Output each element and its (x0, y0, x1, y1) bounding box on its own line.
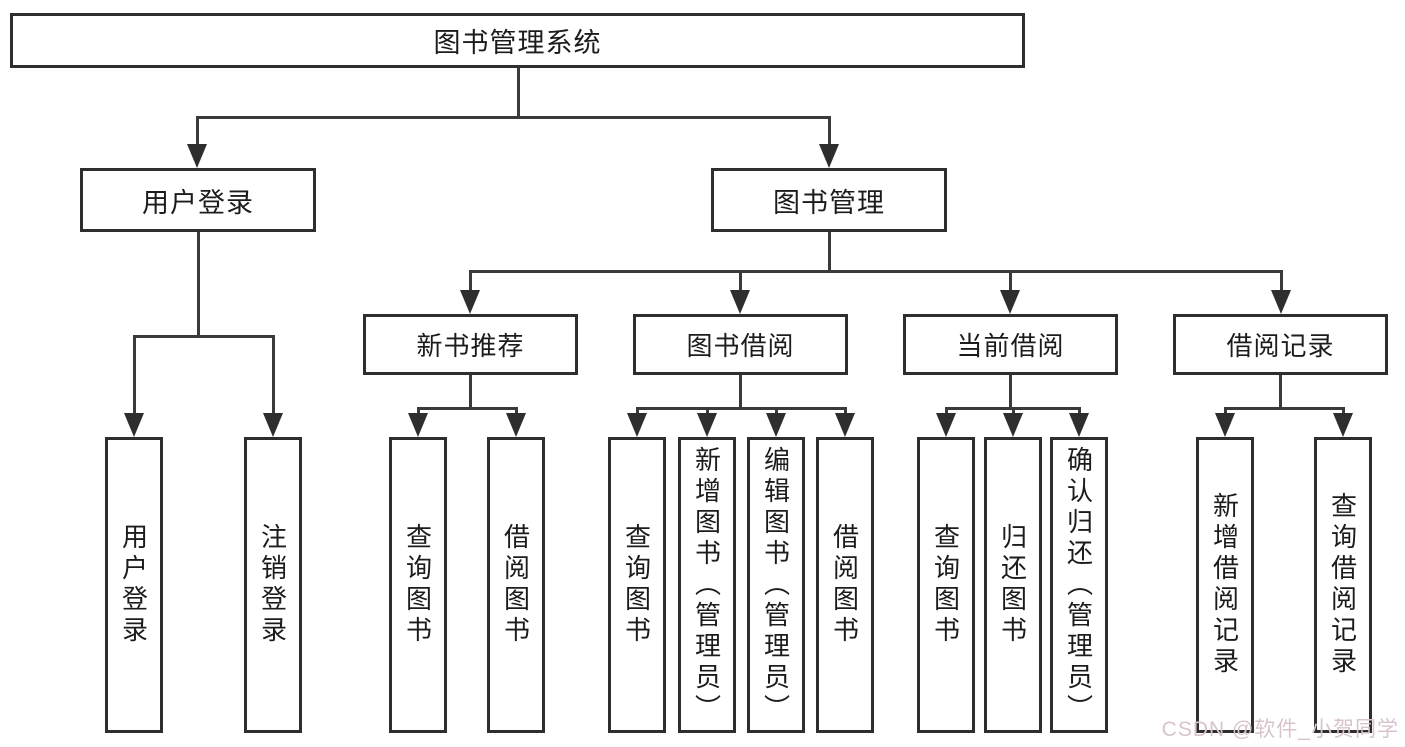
connector-drop-login-leaf (133, 338, 136, 414)
leaf-cb-query-books: 查询图书 (917, 437, 975, 733)
arrowhead-bb-borrow (835, 413, 855, 437)
arrowhead-bb-edit (766, 413, 786, 437)
csdn-watermark: CSDN @软件_小贺同学 (1161, 718, 1399, 741)
arrowhead-current-borrow (1000, 290, 1020, 314)
connector-drop-nbr-borrow (515, 410, 518, 415)
arrowhead-borrow-records (1271, 290, 1291, 314)
connector-drop-cb-return (1012, 410, 1015, 415)
leaf-bb-add-book-admin: 新增图书（管理员） (678, 437, 736, 733)
node-current-borrow: 当前借阅 (903, 314, 1118, 375)
connector-drop-borrow-records (1280, 273, 1283, 291)
connector-drop-user-login (196, 118, 199, 145)
arrowhead-br-query (1333, 413, 1353, 437)
leaf-user-login: 用户登录 (105, 437, 163, 733)
connector-cb-stub (1009, 373, 1012, 410)
connector-br-stub (1279, 373, 1282, 410)
connector-drop-new-book-recommend (469, 273, 472, 291)
leaf-bb-query-books: 查询图书 (608, 437, 666, 733)
arrowhead-cb-query (936, 413, 956, 437)
leaf-bb-edit-book-admin: 编辑图书（管理员） (747, 437, 805, 733)
connector-drop-bb-query (636, 410, 639, 415)
arrowhead-cb-confirm (1069, 413, 1089, 437)
node-new-book-recommend: 新书推荐 (363, 314, 578, 375)
arrowhead-br-add (1215, 413, 1235, 437)
node-borrow-records: 借阅记录 (1173, 314, 1388, 375)
connector-drop-current-borrow (1009, 273, 1012, 291)
connector-user-login-stub (197, 230, 200, 338)
connector-drop-bb-add (706, 410, 709, 415)
connector-drop-bb-edit (775, 410, 778, 415)
leaf-nbr-borrow-books: 借阅图书 (487, 437, 545, 733)
arrowhead-nbr-query (408, 413, 428, 437)
node-user-login: 用户登录 (80, 168, 316, 232)
connector-root-branch (196, 116, 831, 119)
arrowhead-book-borrow (730, 290, 750, 314)
leaf-br-add-record: 新增借阅记录 (1196, 437, 1254, 733)
leaf-nbr-query-books: 查询图书 (389, 437, 447, 733)
connector-bb-branch (636, 407, 847, 410)
arrowhead-cb-return (1003, 413, 1023, 437)
arrowhead-nbr-borrow (506, 413, 526, 437)
connector-nbr-stub (469, 373, 472, 410)
connector-drop-bb-borrow (844, 410, 847, 415)
leaf-br-query-record: 查询借阅记录 (1314, 437, 1372, 733)
connector-root-stub (517, 66, 520, 119)
arrowhead-user-login (187, 144, 207, 168)
connector-drop-br-query (1342, 410, 1345, 415)
node-book-management-system: 图书管理系统 (10, 13, 1025, 68)
connector-drop-cb-confirm (1078, 410, 1081, 415)
connector-drop-nbr-query (417, 410, 420, 415)
connector-drop-book-borrow (739, 273, 742, 291)
connector-br-branch (1224, 407, 1345, 410)
leaf-cb-confirm-return-admin: 确认归还（管理员） (1050, 437, 1108, 733)
node-book-management: 图书管理 (711, 168, 947, 232)
arrowhead-logout-leaf (263, 413, 283, 437)
leaf-cb-return-books: 归还图书 (984, 437, 1042, 733)
node-book-borrow: 图书借阅 (633, 314, 848, 375)
connector-nbr-branch (417, 407, 518, 410)
arrowhead-bb-query (627, 413, 647, 437)
arrowhead-login-leaf (124, 413, 144, 437)
connector-bb-stub (739, 373, 742, 410)
connector-drop-logout-leaf (272, 338, 275, 414)
leaf-logout: 注销登录 (244, 437, 302, 733)
connector-book-management-branch (469, 270, 1283, 273)
connector-book-management-stub (828, 230, 831, 273)
connector-cb-branch (945, 407, 1081, 410)
leaf-bb-borrow-books: 借阅图书 (816, 437, 874, 733)
connector-drop-book-management (828, 118, 831, 145)
arrowhead-bb-add (697, 413, 717, 437)
arrowhead-new-book-recommend (460, 290, 480, 314)
connector-user-login-branch (133, 335, 275, 338)
arrowhead-book-management (819, 144, 839, 168)
connector-drop-cb-query (945, 410, 948, 415)
connector-drop-br-add (1224, 410, 1227, 415)
